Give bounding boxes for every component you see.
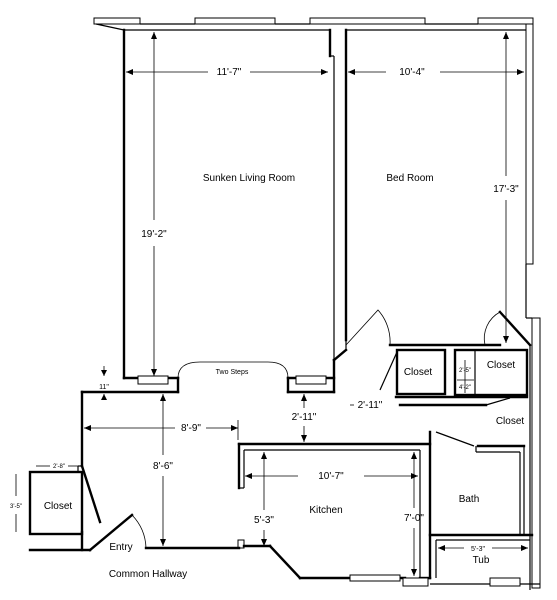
window-kitchen-right bbox=[402, 577, 429, 587]
entry-closet-door bbox=[80, 464, 102, 524]
dim-bed-depth: 17'-3" bbox=[493, 184, 519, 195]
window-top-right bbox=[309, 17, 426, 25]
window-kitchen bbox=[349, 574, 401, 582]
room-label-entry: Entry bbox=[109, 542, 132, 553]
room-label-tub: Tub bbox=[473, 555, 490, 566]
dim-closet-hall-width: 2'-11" bbox=[358, 400, 383, 411]
closet-small-box bbox=[453, 348, 529, 397]
dim-kitchen-depth-right: 7'-0" bbox=[404, 513, 424, 524]
dim-kitchen-width: 10'-7" bbox=[318, 471, 344, 482]
living-room-walls bbox=[80, 28, 336, 394]
two-steps-outline bbox=[177, 361, 289, 379]
bedroom-right-door-swing bbox=[483, 311, 501, 346]
bedroom-door-swing bbox=[345, 309, 391, 346]
window-right-lower bbox=[531, 317, 541, 589]
dim-entry-depth: 8'-6" bbox=[153, 461, 173, 472]
dim-entry-closet-h: 3'-5" bbox=[10, 504, 22, 510]
step-left bbox=[137, 375, 169, 385]
bath-walls bbox=[428, 430, 534, 580]
window-top-corner bbox=[477, 17, 534, 25]
dim-living-depth: 19'-2" bbox=[141, 229, 167, 240]
window-bath bbox=[489, 577, 521, 587]
room-label-closet-bath: Closet bbox=[496, 416, 525, 427]
top-exterior-wall bbox=[93, 17, 534, 31]
room-label-living: Sunken Living Room bbox=[203, 173, 295, 184]
room-label-hallway: Common Hallway bbox=[109, 569, 187, 580]
room-label-closet-bed: Closet bbox=[404, 367, 433, 378]
step-right bbox=[295, 375, 327, 385]
dim-entry-width: 8'-9" bbox=[181, 423, 201, 434]
closet-bed-box bbox=[395, 348, 447, 396]
dim-bed-width: 10'-4" bbox=[399, 67, 425, 78]
kitchen-post bbox=[237, 539, 245, 549]
dim-passage-width: 2'-11" bbox=[292, 412, 317, 423]
entry-door-swing bbox=[131, 514, 147, 549]
bedroom-walls bbox=[332, 28, 532, 590]
window-right-upper bbox=[525, 23, 534, 265]
window-top-left bbox=[93, 17, 141, 25]
dim-small-closet-w: 4'-2" bbox=[459, 385, 471, 391]
dim-entry-closet-w: 2'-8" bbox=[53, 464, 65, 470]
closet-bed-door bbox=[379, 351, 398, 391]
room-label-closet-entry: Closet bbox=[44, 501, 73, 512]
bedroom-closets bbox=[379, 348, 529, 407]
room-label-bath: Bath bbox=[459, 494, 480, 505]
label-two-steps: Two Steps bbox=[216, 369, 249, 376]
kitchen-walls bbox=[237, 442, 540, 587]
entry-door bbox=[88, 513, 134, 552]
entry-walls bbox=[28, 390, 241, 552]
bath-door bbox=[435, 431, 475, 447]
dimension-lines bbox=[15, 32, 528, 576]
closet-entry-box bbox=[28, 470, 84, 536]
window-top-center bbox=[194, 17, 276, 25]
room-label-closet-small: Closet bbox=[487, 360, 516, 371]
dim-tub-width: 5'-3" bbox=[471, 546, 485, 553]
dim-step-height: 11" bbox=[99, 384, 109, 391]
room-label-kitchen: Kitchen bbox=[309, 505, 342, 516]
dim-kitchen-depth-left: 5'-3" bbox=[254, 515, 274, 526]
room-label-bedroom: Bed Room bbox=[386, 173, 433, 184]
dim-living-width: 11'-7" bbox=[217, 67, 242, 78]
dim-small-closet-h: 2'-5" bbox=[459, 368, 471, 374]
right-exterior-wall bbox=[525, 23, 541, 589]
